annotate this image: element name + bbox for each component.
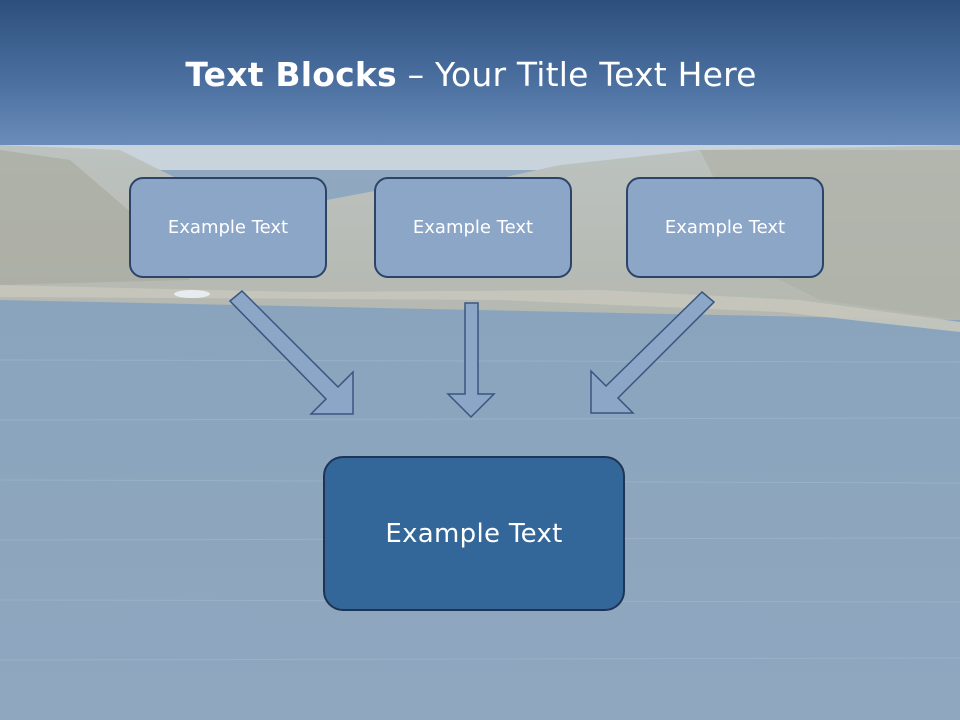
text-block-2[interactable]: Example Text: [374, 177, 572, 278]
main-text-block-label: Example Text: [385, 518, 563, 549]
slide-title: Text Blocks – Your Title Text Here: [0, 54, 942, 96]
text-block-2-label: Example Text: [412, 217, 534, 238]
title-banner: [0, 0, 960, 145]
text-block-3-label: Example Text: [664, 217, 786, 238]
text-block-1[interactable]: Example Text: [129, 177, 327, 278]
text-block-1-label: Example Text: [167, 217, 289, 238]
title-bold: Text Blocks: [185, 55, 397, 94]
text-block-3[interactable]: Example Text: [626, 177, 824, 278]
main-text-block[interactable]: Example Text: [323, 456, 625, 611]
title-rest: – Your Title Text Here: [396, 55, 757, 94]
